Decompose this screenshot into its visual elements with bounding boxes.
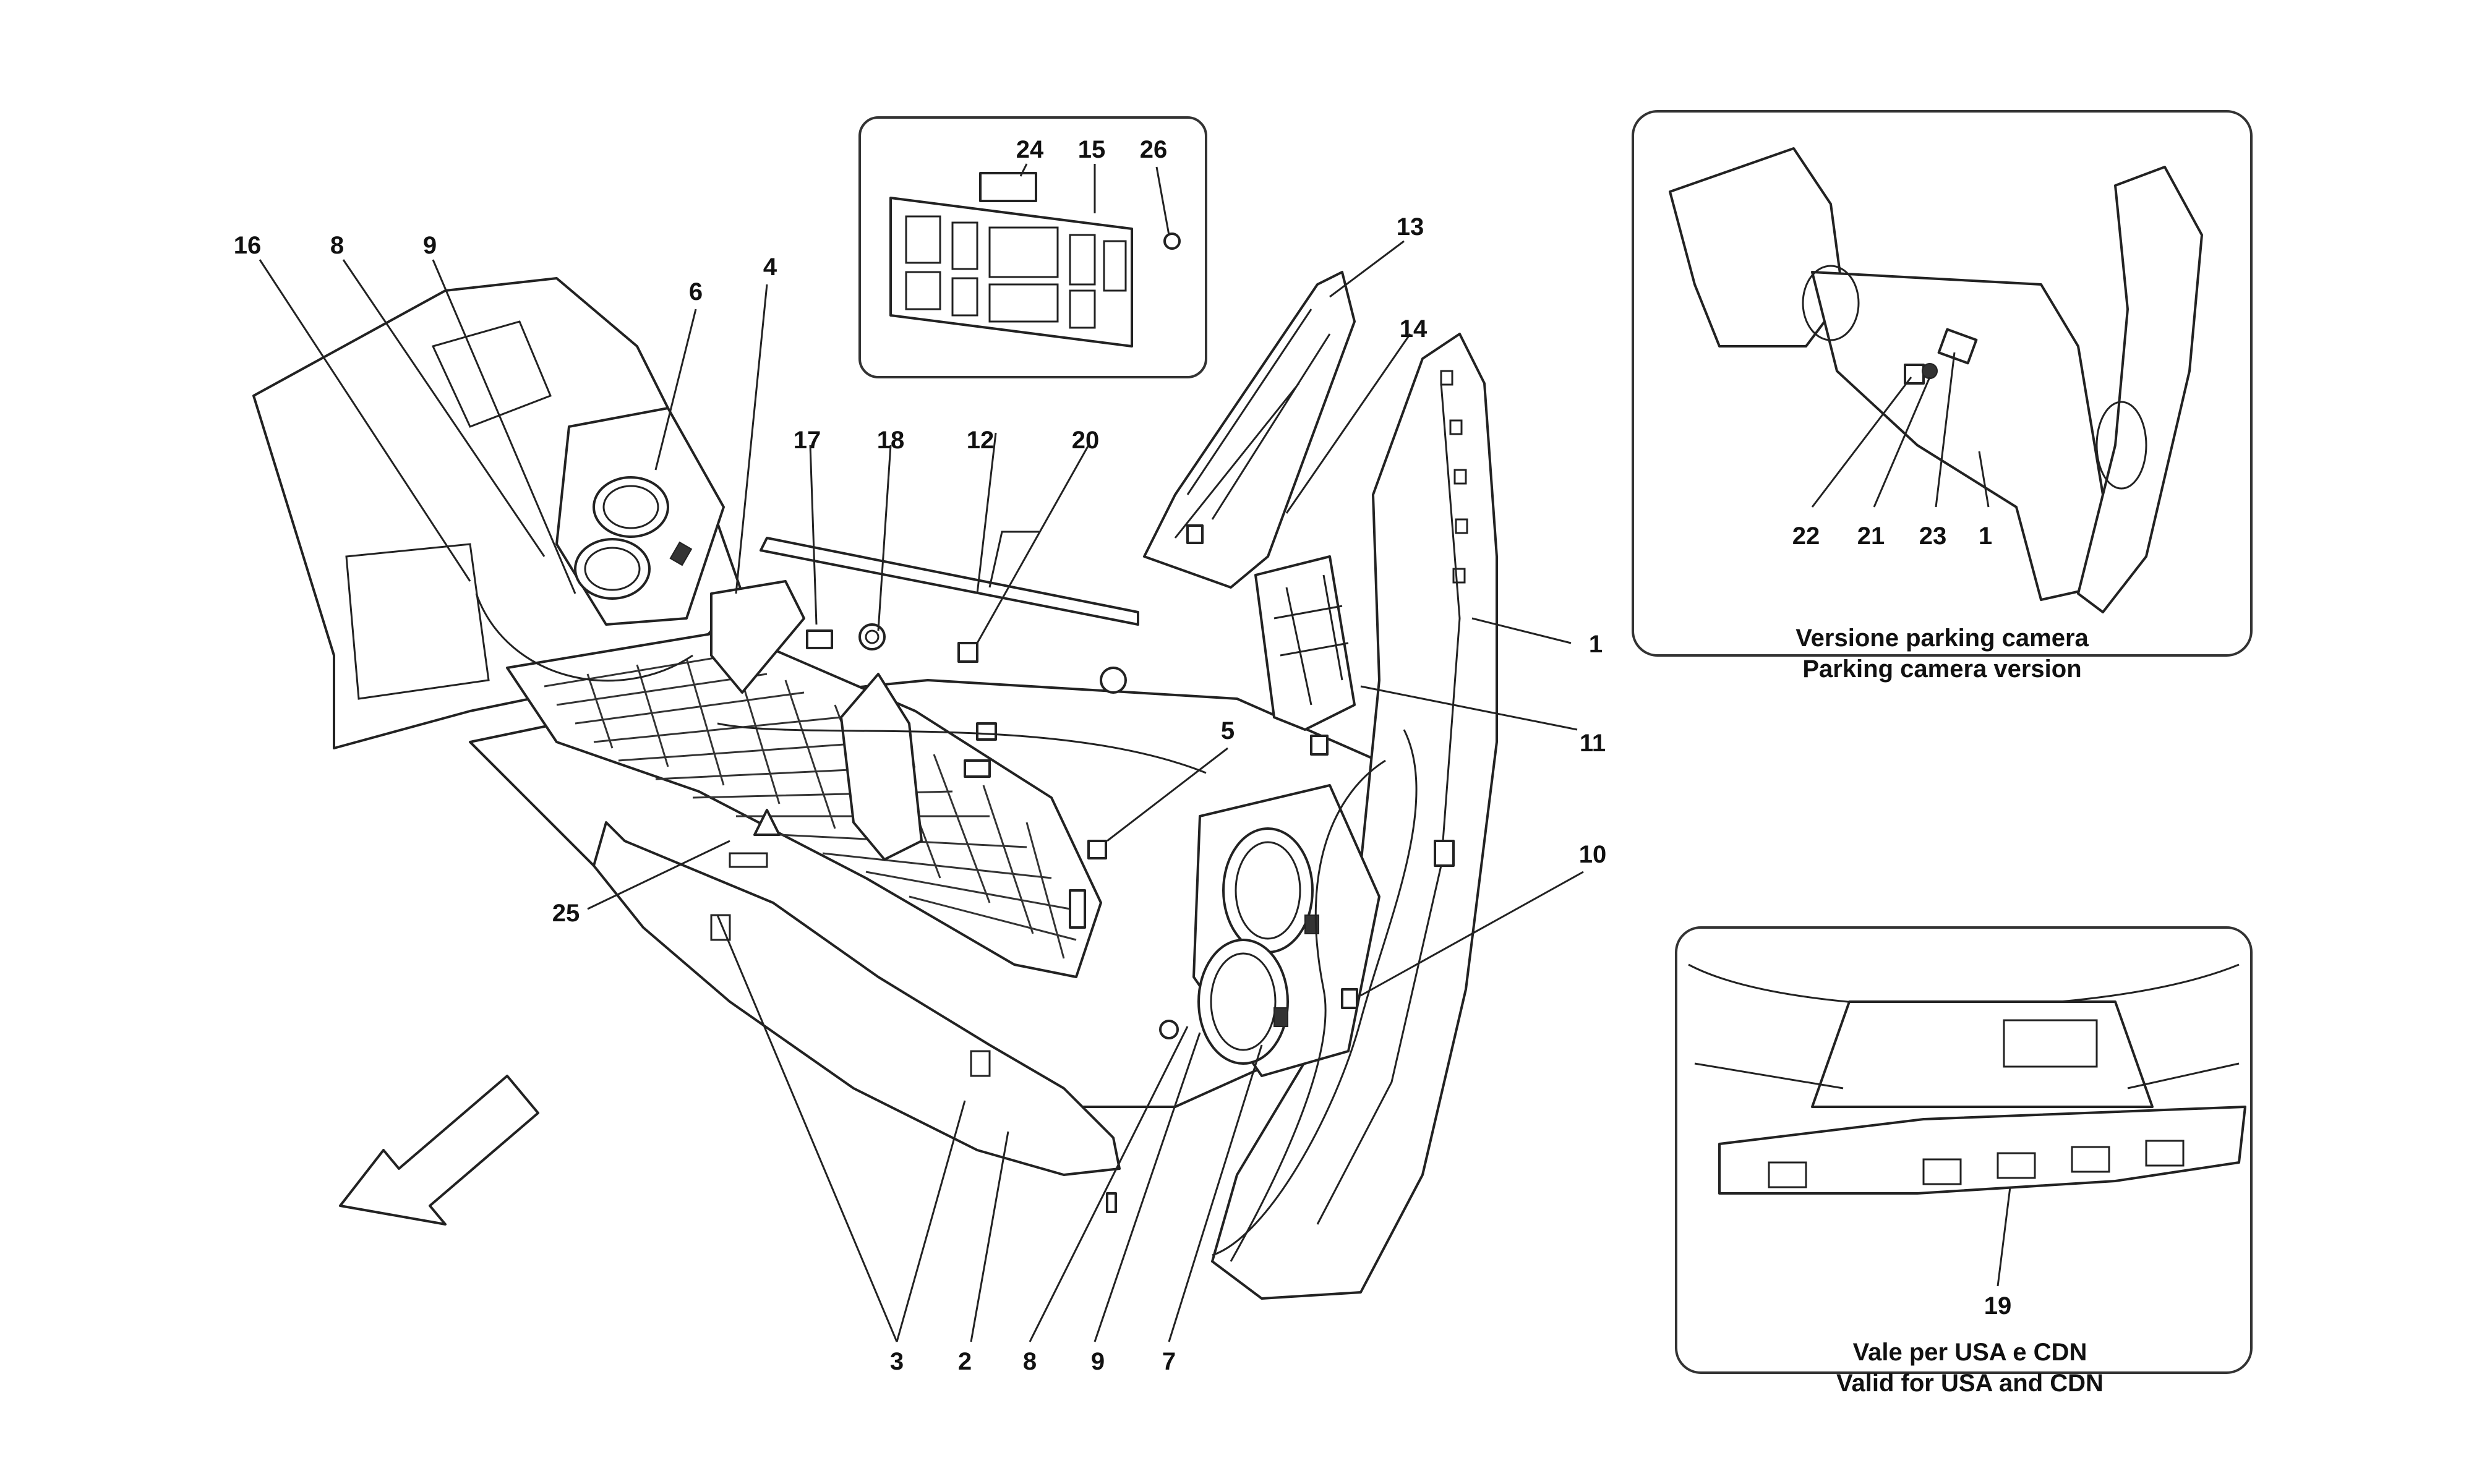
main-callout-numbers: 1 2 3 4 5 6 7 8 8 9 9 10 11 12 13 14 16 … bbox=[234, 213, 1607, 1375]
callout-15: 15 bbox=[1078, 136, 1106, 163]
parking-caption-en: Parking camera version bbox=[1802, 655, 2081, 683]
main-leaders bbox=[259, 240, 1584, 1342]
callout-23: 23 bbox=[1919, 522, 1947, 550]
left-exhaust-outlets bbox=[555, 407, 725, 626]
callout-3: 3 bbox=[890, 1348, 904, 1375]
callout-20: 20 bbox=[1072, 427, 1100, 454]
usa-caption-en: Valid for USA and CDN bbox=[1836, 1370, 2104, 1397]
parking-caption-it: Versione parking camera bbox=[1796, 625, 2089, 652]
callout-6: 6 bbox=[689, 278, 703, 305]
usa-caption-it: Vale per USA e CDN bbox=[1853, 1339, 2087, 1366]
callout-18: 18 bbox=[877, 427, 905, 454]
fasteners bbox=[753, 524, 1455, 1213]
callout-5: 5 bbox=[1221, 717, 1235, 744]
callout-7: 7 bbox=[1162, 1348, 1176, 1375]
usa-cdn-inset: 19 Vale per USA e CDN Valid for USA and … bbox=[1675, 926, 2253, 1397]
reflector-housing bbox=[1254, 555, 1356, 731]
callout-21: 21 bbox=[1857, 522, 1885, 550]
callout-11: 11 bbox=[1580, 730, 1606, 757]
callout-26: 26 bbox=[1140, 136, 1168, 163]
callout-22: 22 bbox=[1792, 522, 1820, 550]
callout-12: 12 bbox=[967, 427, 995, 454]
callout-2: 2 bbox=[958, 1348, 972, 1375]
callout-9-bottom: 9 bbox=[1091, 1348, 1105, 1375]
top-seal-strip bbox=[760, 537, 1139, 626]
wiring-harness bbox=[475, 593, 1418, 1262]
right-exhaust-outlets bbox=[1192, 784, 1380, 1077]
rear-diffuser-grid bbox=[506, 629, 1102, 978]
parking-camera-inset: 22 21 23 1 Versione parking camera Parki… bbox=[1632, 110, 2253, 683]
right-wing-slots bbox=[1440, 370, 1468, 584]
callout-1: 1 bbox=[1589, 631, 1603, 658]
callout-17: 17 bbox=[794, 427, 821, 454]
callout-24: 24 bbox=[1016, 136, 1044, 163]
direction-arrow bbox=[339, 1075, 539, 1226]
callout-14: 14 bbox=[1400, 315, 1427, 343]
callout-25: 25 bbox=[552, 900, 580, 927]
side-bracket-13 bbox=[1143, 271, 1356, 589]
lower-splitter bbox=[593, 821, 1121, 1176]
callout-9-top: 9 bbox=[423, 232, 437, 259]
callout-16: 16 bbox=[234, 232, 262, 259]
callout-8-top: 8 bbox=[330, 232, 344, 259]
callout-4: 4 bbox=[763, 254, 777, 281]
main-assembly bbox=[252, 271, 1498, 1300]
callout-13: 13 bbox=[1397, 213, 1424, 241]
center-bracket bbox=[840, 673, 923, 861]
license-plate-inset: 24 15 26 bbox=[858, 116, 1207, 378]
support-plate bbox=[710, 580, 805, 694]
callout-19: 19 bbox=[1984, 1292, 2012, 1320]
callout-10: 10 bbox=[1579, 841, 1607, 868]
callout-1-parking: 1 bbox=[1979, 522, 1992, 550]
callout-8-bottom: 8 bbox=[1023, 1348, 1037, 1375]
